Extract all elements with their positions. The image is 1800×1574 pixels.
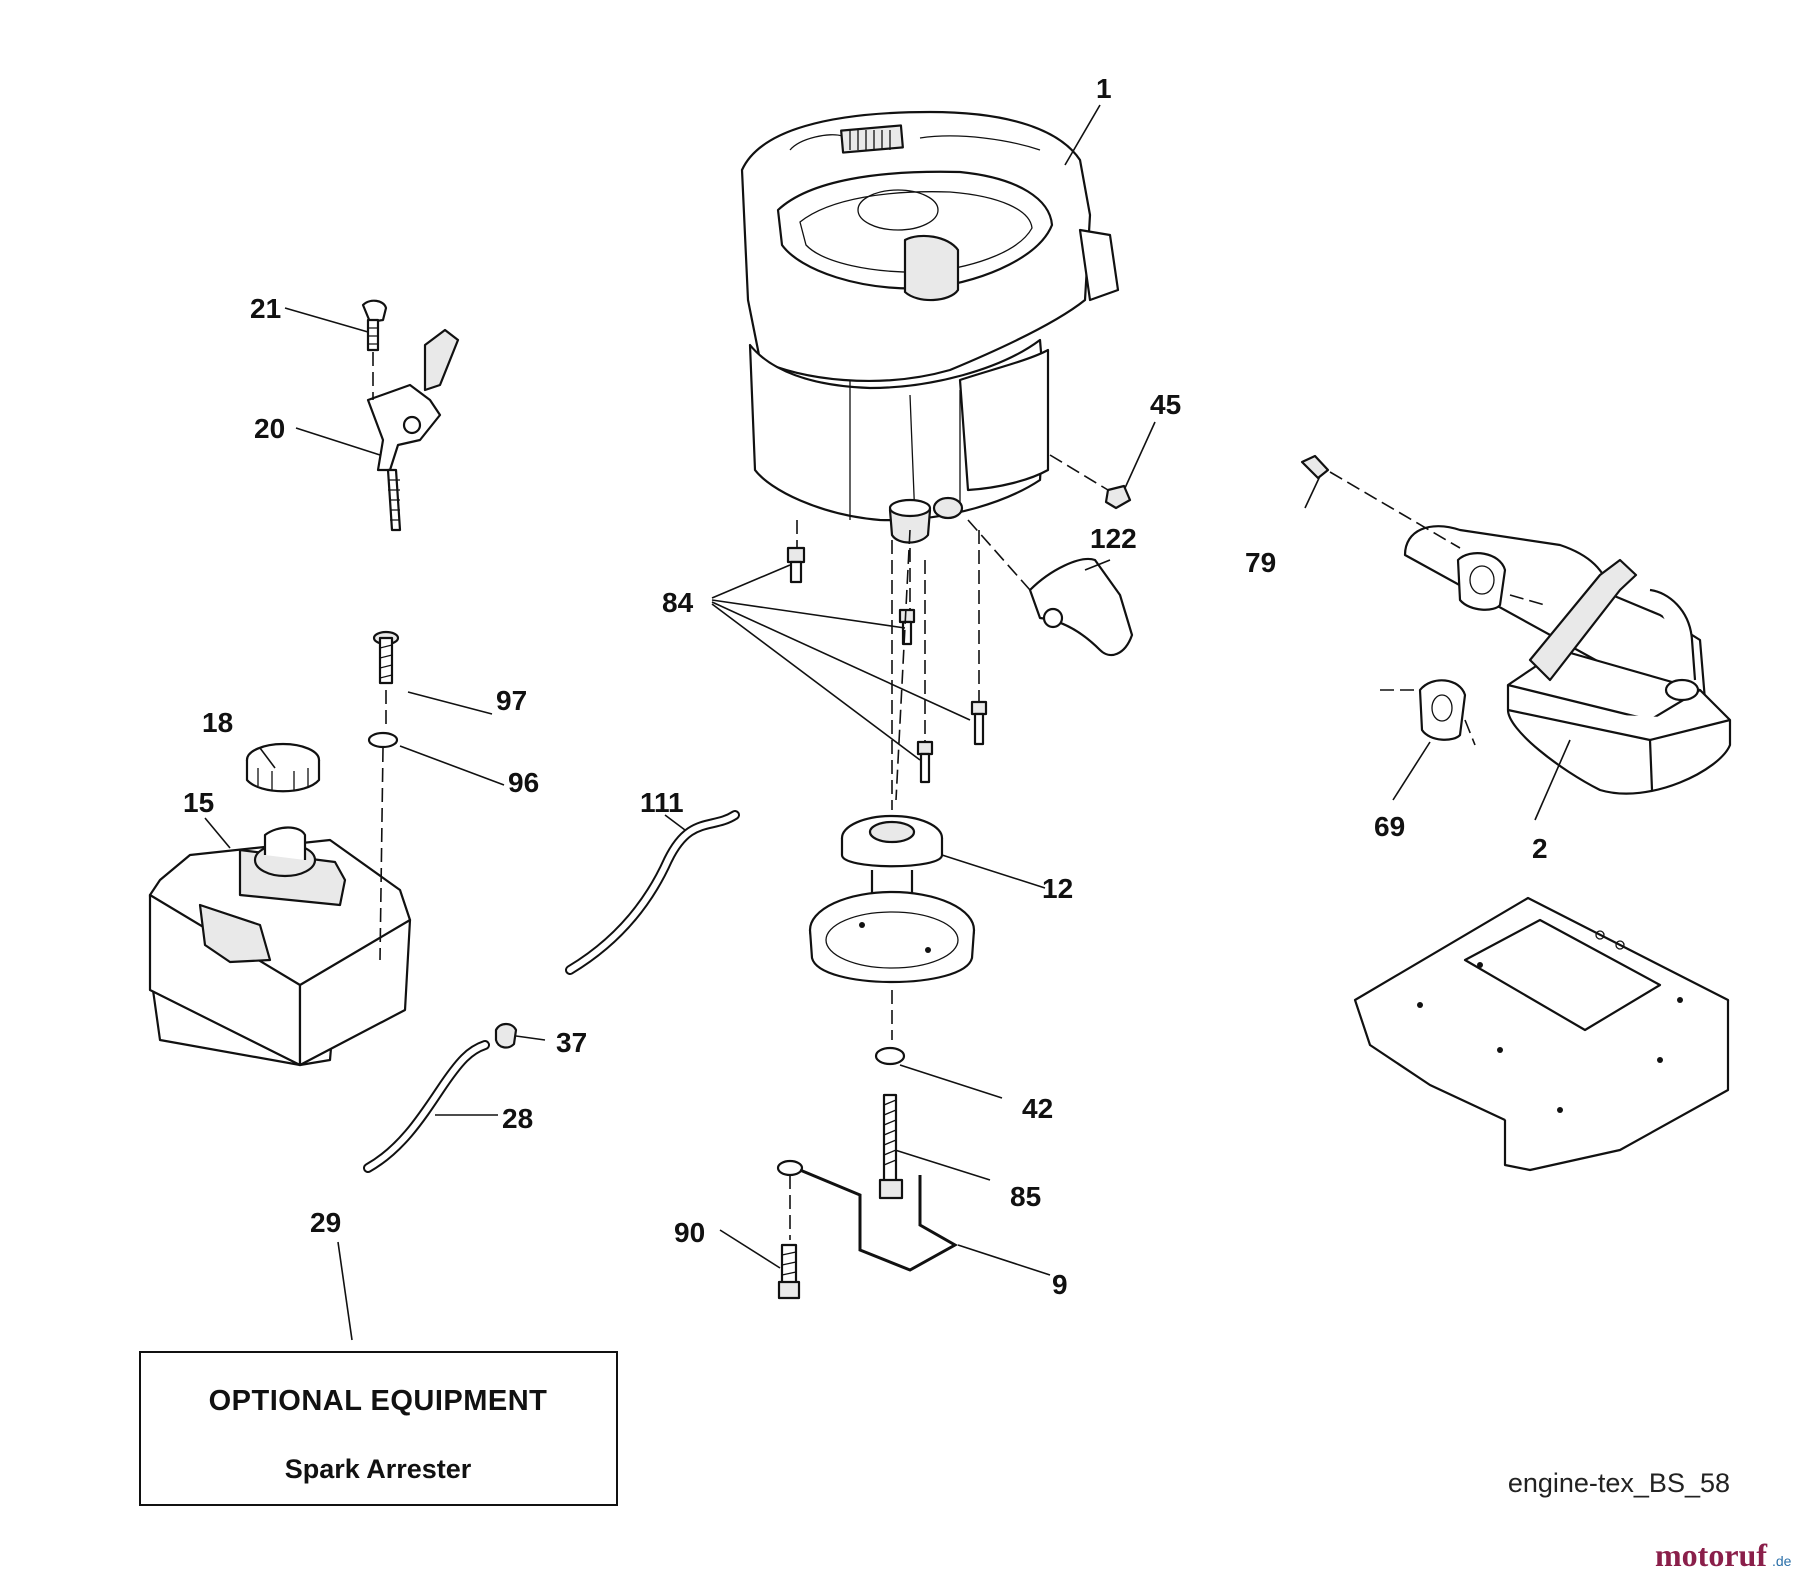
watermark-main: motoruf bbox=[1655, 1537, 1767, 1573]
screw-97 bbox=[372, 630, 400, 685]
callout-45: 45 bbox=[1150, 389, 1181, 420]
bolt-85 bbox=[878, 1093, 904, 1200]
callout-15: 15 bbox=[183, 787, 214, 818]
pulley-12 bbox=[808, 540, 976, 1040]
callout-21: 21 bbox=[250, 293, 281, 324]
callout-12: 12 bbox=[1042, 873, 1073, 904]
callout-37: 37 bbox=[556, 1027, 587, 1058]
callout-1: 1 bbox=[1096, 73, 1112, 104]
callout-18: 18 bbox=[202, 707, 233, 738]
optional-equipment-box: OPTIONAL EQUIPMENT Spark Arrester bbox=[139, 1351, 618, 1506]
rod-9 bbox=[776, 1159, 959, 1272]
spark-arrester-label: Spark Arrester bbox=[285, 1454, 472, 1484]
engine-bolts bbox=[786, 520, 988, 801]
washer-42 bbox=[874, 1046, 906, 1066]
washer-96 bbox=[367, 731, 399, 749]
fuel-line-111 bbox=[565, 810, 740, 975]
callout-85: 85 bbox=[1010, 1181, 1041, 1212]
gasket-upper bbox=[1456, 552, 1507, 611]
callout-84: 84 bbox=[662, 587, 694, 618]
bracket-122 bbox=[967, 519, 1134, 657]
muffler-2 bbox=[1403, 525, 1732, 795]
engine-assembly bbox=[740, 110, 1120, 544]
callout-2: 2 bbox=[1532, 833, 1548, 864]
watermark-logo: motoruf .de bbox=[1655, 1537, 1792, 1573]
watermark-tld: .de bbox=[1772, 1553, 1792, 1569]
callout-90: 90 bbox=[674, 1217, 705, 1248]
fuel-line-28 bbox=[363, 1040, 490, 1173]
callout-79: 79 bbox=[1245, 547, 1276, 578]
leader-lines bbox=[204, 104, 1571, 1341]
bolt-90 bbox=[777, 1243, 801, 1300]
callout-9: 9 bbox=[1052, 1269, 1068, 1300]
engine-mount-plate bbox=[1353, 896, 1730, 1172]
fuel-tank-15 bbox=[148, 826, 412, 1067]
throttle-control bbox=[361, 299, 460, 532]
callout-97: 97 bbox=[496, 685, 527, 716]
callout-20: 20 bbox=[254, 413, 285, 444]
callout-69: 69 bbox=[1374, 811, 1405, 842]
diagram-code: engine-tex_BS_58 bbox=[1508, 1468, 1730, 1498]
optional-equipment-title: OPTIONAL EQUIPMENT bbox=[209, 1385, 548, 1417]
callout-28: 28 bbox=[502, 1103, 533, 1134]
bolt-79 bbox=[1300, 454, 1330, 480]
callout-labels: 1 21 20 45 122 79 84 97 18 96 15 111 69 … bbox=[183, 73, 1548, 1300]
gasket-69 bbox=[1418, 679, 1467, 741]
clamp-37 bbox=[494, 1022, 518, 1049]
nut-45 bbox=[1104, 484, 1132, 510]
callout-111: 111 bbox=[640, 787, 684, 818]
callout-122: 122 bbox=[1090, 523, 1137, 554]
callout-96: 96 bbox=[508, 767, 539, 798]
fuel-cap-18 bbox=[245, 742, 321, 793]
callout-42: 42 bbox=[1022, 1093, 1053, 1124]
callout-29: 29 bbox=[310, 1207, 341, 1238]
